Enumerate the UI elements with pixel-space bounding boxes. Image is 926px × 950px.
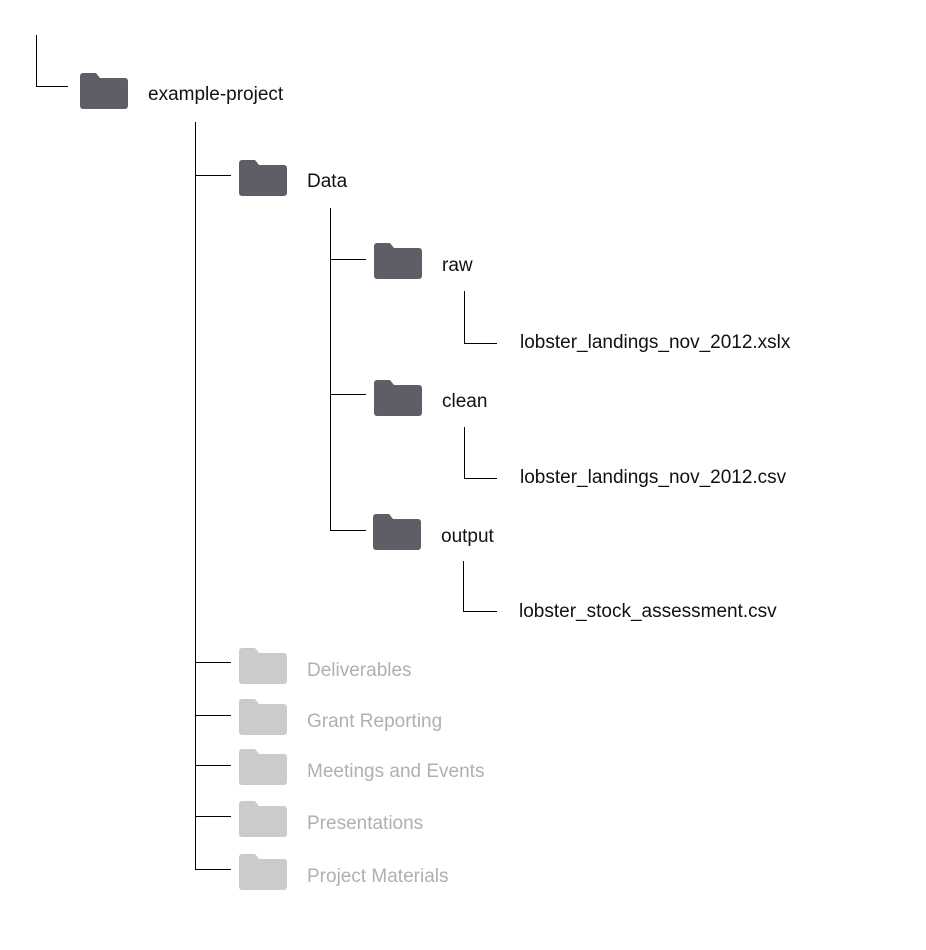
folder-icon[interactable] (374, 380, 422, 416)
folder-icon[interactable] (239, 699, 287, 735)
raw-folder-label[interactable]: raw (442, 255, 473, 276)
grant-reporting-folder-label[interactable]: Grant Reporting (307, 711, 443, 732)
folder-icon[interactable] (374, 243, 422, 279)
deliverables-folder-label[interactable]: Deliverables (307, 660, 412, 681)
folder-icon[interactable] (239, 648, 287, 684)
folder-icon[interactable] (373, 514, 421, 550)
folder-icon[interactable] (239, 749, 287, 785)
clean-file-label[interactable]: lobster_landings_nov_2012.csv (520, 467, 787, 488)
clean-folder-label[interactable]: clean (442, 391, 488, 412)
output-folder-label[interactable]: output (441, 526, 494, 547)
root-folder-label[interactable]: example-project (148, 84, 284, 105)
meetings-events-folder-label[interactable]: Meetings and Events (307, 761, 485, 782)
output-file-label[interactable]: lobster_stock_assessment.csv (519, 601, 777, 622)
folder-icon[interactable] (239, 854, 287, 890)
folder-icon[interactable] (239, 801, 287, 837)
project-materials-folder-label[interactable]: Project Materials (307, 866, 449, 887)
presentations-folder-label[interactable]: Presentations (307, 813, 424, 834)
folder-icon[interactable] (239, 160, 287, 196)
data-folder-label[interactable]: Data (307, 171, 348, 192)
folder-icon[interactable] (80, 73, 128, 109)
raw-file-label[interactable]: lobster_landings_nov_2012.xslx (520, 332, 791, 353)
